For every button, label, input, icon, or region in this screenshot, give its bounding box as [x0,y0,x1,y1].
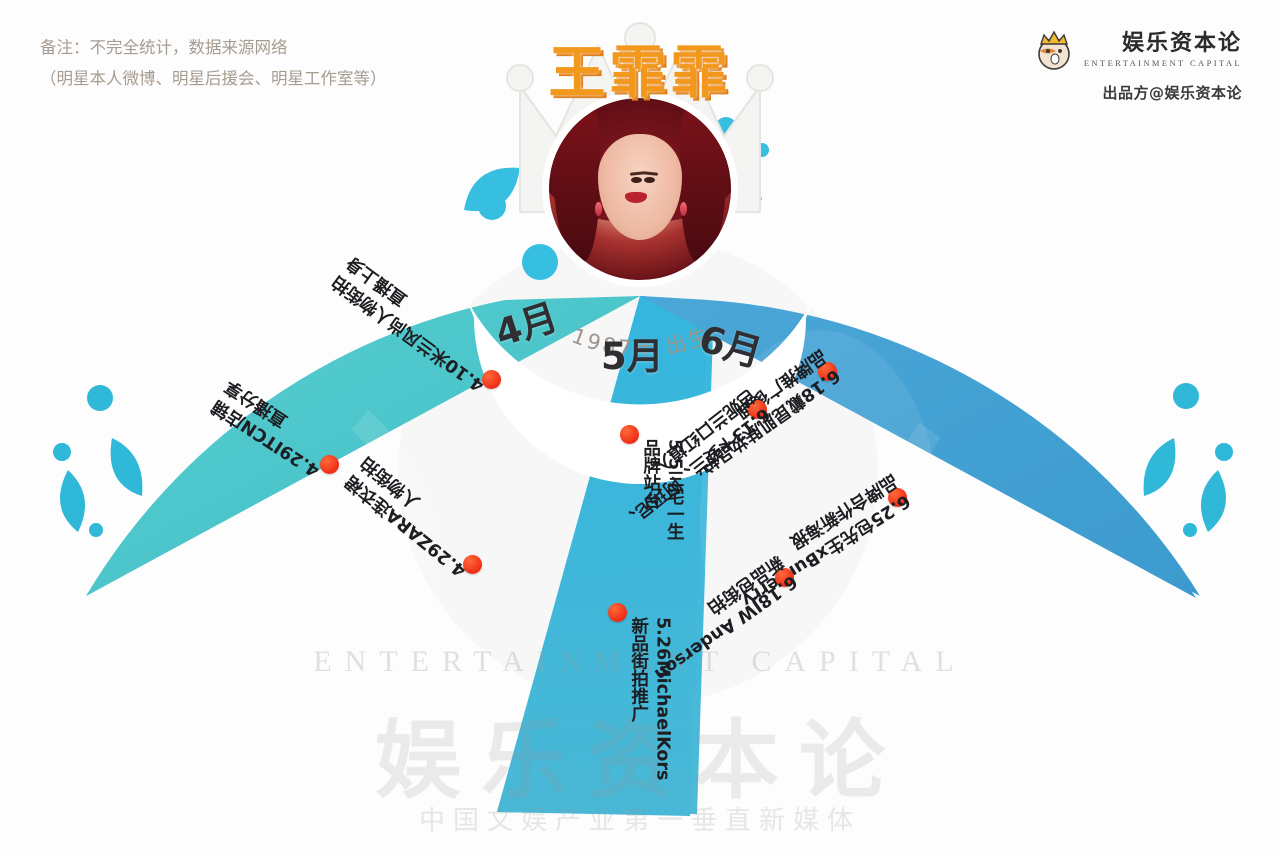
avatar-eye-left [630,176,642,183]
publisher-label: 出品方@娱乐资本论 [1102,84,1242,102]
notes-line-2: （明星本人微博、明星后援会、明星工作室等） [40,68,387,88]
avatar-brow-right [643,171,659,176]
avatar-earring-left [594,201,602,216]
event-dot [620,425,639,444]
avatar-eye-right [644,176,656,183]
notes-block: 备注：不完全统计，数据来源网络 （明星本人微博、明星后援会、明星工作室等） [40,33,387,94]
event-may-2-text: 5.26MichaelKors 新品街拍推广 [626,617,673,780]
event-line-2: 新品街拍推广 [628,617,649,722]
splash-left [53,385,143,537]
swirl-highlight-left [351,410,441,705]
brand-block: 娱乐资本论 ENTERTAINMENT CAPITAL 出品方@娱乐资本论 [1032,28,1242,103]
brand-logo-row: 娱乐资本论 ENTERTAINMENT CAPITAL [1032,28,1242,72]
event-dot [608,603,627,622]
notes-line-1: 备注：不完全统计，数据来源网络 [40,38,288,57]
month-label-may: 5月 [601,335,664,378]
event-line-1: 5.26MichaelKors [652,617,673,781]
event-dot [818,362,837,381]
brand-name: 娱乐资本论 [1121,30,1242,56]
event-line-1: 5.5三宅一生 [664,439,685,541]
event-line-2: 品牌站台 [640,439,661,509]
avatar-hair-left [552,108,600,262]
page-title: 王霏霏 [548,40,732,106]
event-dot [775,568,794,587]
avatar-lips [625,192,648,204]
crowned-mascot-icon [1032,28,1076,72]
event-may-1-text: 5.5三宅一生 品牌站台 [638,439,685,540]
splash-right [1143,383,1233,537]
event-dot [463,555,482,574]
brand-text: 娱乐资本论 ENTERTAINMENT CAPITAL [1083,30,1242,68]
avatar-earring-right [680,201,688,216]
avatar-face [598,134,682,240]
event-dot [748,400,767,419]
collar-band [454,268,826,484]
avatar [549,98,731,280]
event-dot [888,488,907,507]
event-dot [320,455,339,474]
swirl-highlight-right [864,422,941,725]
brand-english: ENTERTAINMENT CAPITAL [1083,57,1242,68]
event-dot [482,370,501,389]
